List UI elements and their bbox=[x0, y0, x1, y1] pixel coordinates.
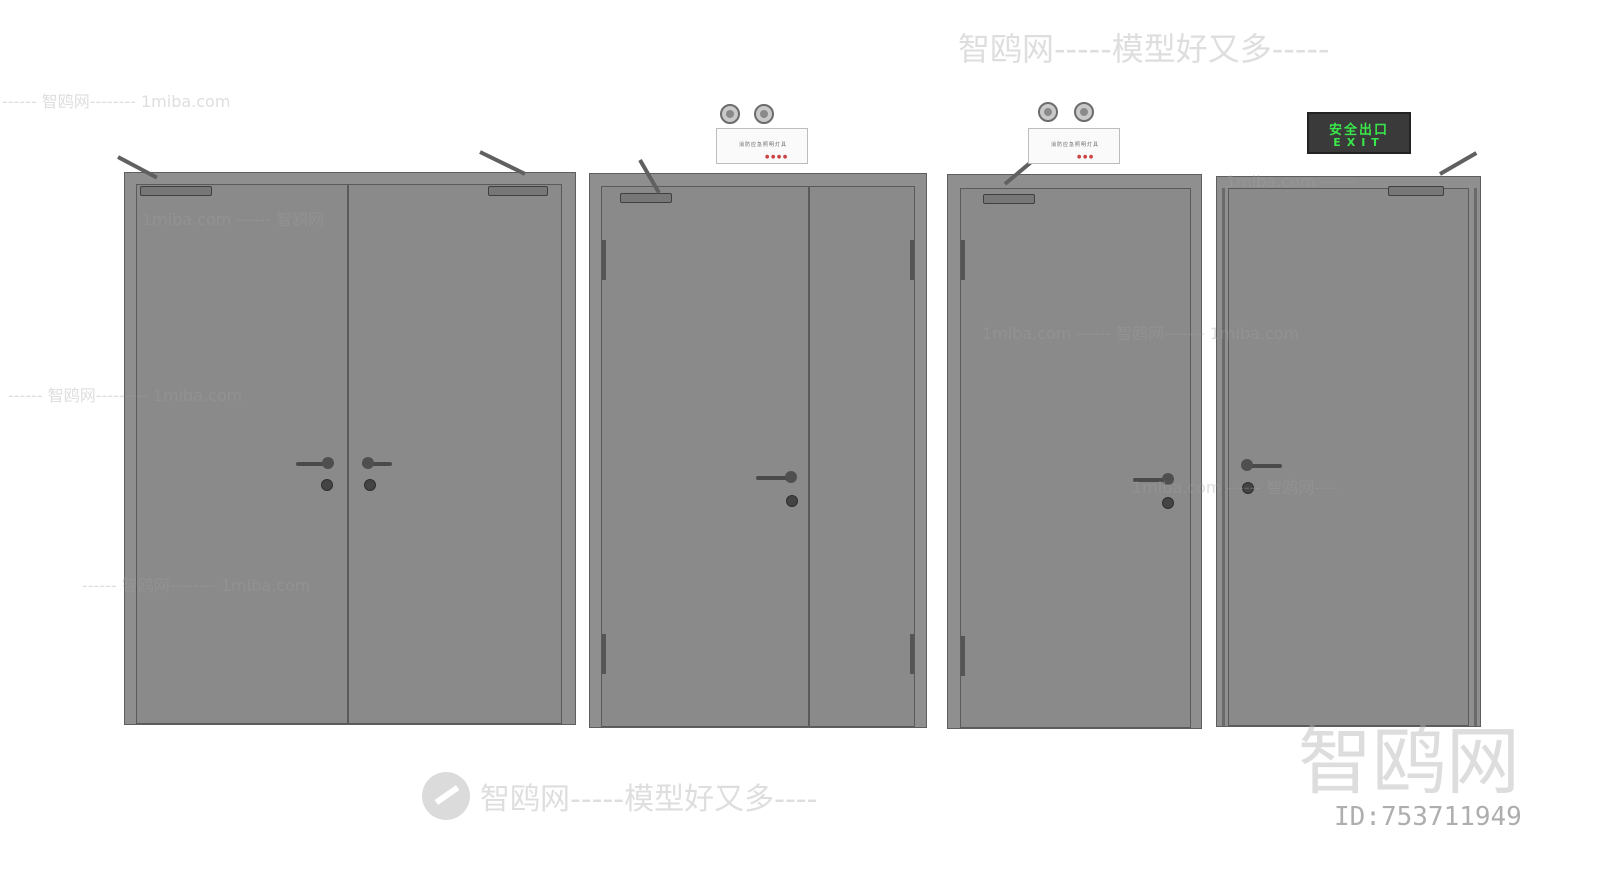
door-seam bbox=[347, 184, 349, 724]
door-closer bbox=[983, 194, 1035, 204]
door-closer-right bbox=[488, 186, 548, 196]
emergency-light-indicators: ● ● ● ● bbox=[765, 154, 788, 160]
door-seam bbox=[808, 186, 810, 727]
watermark-line: ------ 智鸥网-------- 1miba.com bbox=[82, 576, 311, 595]
watermark-line: 1miba.com ------ bbox=[1226, 172, 1356, 191]
emergency-light: 消防应急照明灯具 ● ● ● ● bbox=[716, 128, 808, 164]
door-leaf bbox=[960, 188, 1191, 728]
hinge bbox=[961, 636, 965, 676]
watermark-bottom-banner: 智鸥网-----模型好又多---- bbox=[480, 782, 818, 817]
hinge bbox=[602, 240, 606, 280]
lamp-icon bbox=[754, 104, 774, 124]
hinge bbox=[602, 634, 606, 674]
lever-handle-right bbox=[362, 462, 392, 466]
emergency-light-label: 消防应急照明灯具 bbox=[739, 142, 788, 148]
door-jamb bbox=[1222, 188, 1225, 726]
door-jamb bbox=[1474, 188, 1477, 726]
door-leaf-main bbox=[601, 186, 809, 727]
lever-handle bbox=[1133, 478, 1169, 482]
handle-rose bbox=[785, 471, 797, 483]
lever-handle-left bbox=[296, 462, 332, 466]
exit-sign-cn: 安全出口 bbox=[1328, 123, 1389, 138]
lever-handle bbox=[1246, 464, 1282, 468]
lamp-icon bbox=[1038, 102, 1058, 122]
handle-rose-right bbox=[362, 457, 374, 469]
closer-arm bbox=[1439, 151, 1478, 176]
handle-rose bbox=[1162, 473, 1174, 485]
handle-rose-left bbox=[322, 457, 334, 469]
watermark-top-banner: 智鸥网-----模型好又多----- bbox=[958, 30, 1330, 68]
door-leaf-side bbox=[809, 186, 915, 727]
watermark-line: 1miba.com ------ 智鸥网---- bbox=[1132, 478, 1338, 497]
lamp-icon bbox=[1074, 102, 1094, 122]
watermark-logo-icon bbox=[422, 772, 470, 820]
handle-rose bbox=[1241, 459, 1253, 471]
watermark-id: ID:753711949 bbox=[1334, 802, 1522, 832]
hinge bbox=[961, 240, 965, 280]
door-leaf-left bbox=[136, 184, 348, 724]
lever-handle bbox=[756, 476, 792, 480]
keyhole bbox=[786, 495, 798, 507]
emergency-light: 消防应急照明灯具 ● ● ● bbox=[1028, 128, 1120, 164]
door-leaf-right bbox=[348, 184, 562, 724]
emergency-light-label: 消防应急照明灯具 bbox=[1051, 142, 1100, 148]
watermark-line: 1miba.com ------ 智鸥网------- 1miba.com bbox=[982, 324, 1300, 343]
emergency-light-indicators: ● ● ● bbox=[1077, 154, 1094, 160]
exit-sign: 安全出口 EXIT bbox=[1307, 112, 1411, 154]
door-leaf bbox=[1228, 188, 1469, 726]
door-closer-left bbox=[140, 186, 212, 196]
watermark-line: 1miba.com ------ 智鸥网 bbox=[142, 210, 325, 229]
watermark-big-logo: 智鸥网 bbox=[1298, 719, 1520, 805]
keyhole-right bbox=[364, 479, 376, 491]
hinge bbox=[910, 634, 914, 674]
door-closer bbox=[620, 193, 672, 203]
keyhole-left bbox=[321, 479, 333, 491]
watermark-line: ------ 智鸥网-------- 1miba.com bbox=[2, 92, 231, 111]
door-closer bbox=[1388, 186, 1444, 196]
hinge bbox=[910, 240, 914, 280]
watermark-line: ------ 智鸥网--------- 1miba.com bbox=[8, 386, 243, 405]
keyhole bbox=[1242, 482, 1254, 494]
keyhole bbox=[1162, 497, 1174, 509]
exit-sign-en: EXIT bbox=[1333, 136, 1385, 149]
lamp-icon bbox=[720, 104, 740, 124]
